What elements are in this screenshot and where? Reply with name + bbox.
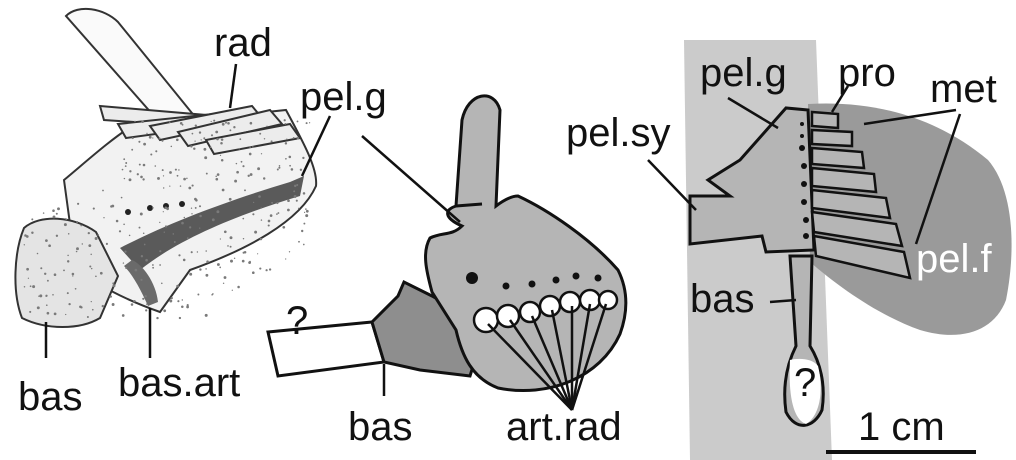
label-unknown-right: ? (794, 361, 816, 405)
label-bas-middle: bas (348, 405, 413, 449)
label-pel-f: pel.f (916, 237, 992, 281)
label-unknown-middle: ? (286, 299, 308, 343)
middle-girdle-notch (456, 204, 482, 206)
label-met: met (930, 67, 997, 111)
label-pel-g-right: pel.g (700, 51, 787, 95)
label-bas-art: bas.art (118, 361, 240, 405)
pel-g-leader-line-left (302, 116, 330, 176)
label-bas-left: bas (18, 375, 83, 419)
pel-g-leader-line-middle (362, 136, 460, 222)
label-pel-g-middle: pel.g (300, 75, 387, 119)
label-rad: rad (214, 21, 272, 65)
label-art-rad: art.rad (506, 405, 622, 449)
scale-bar: 1 cm (826, 405, 976, 452)
label-pro: pro (838, 51, 896, 95)
label-pel-sy: pel.sy (566, 111, 671, 155)
label-bas-right: bas (690, 277, 755, 321)
scale-bar-label: 1 cm (858, 405, 945, 449)
rad-leader-line (230, 64, 236, 108)
